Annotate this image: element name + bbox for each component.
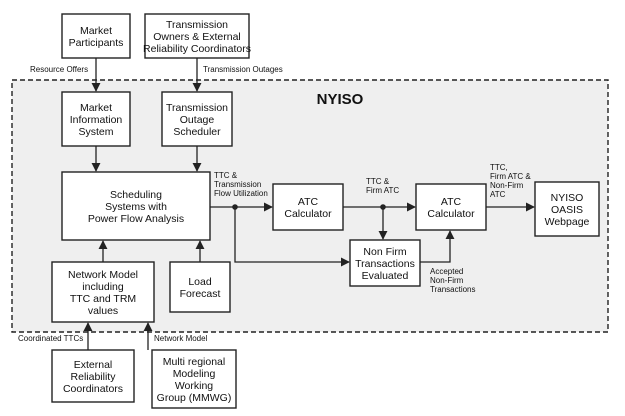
text-line: TTC and TRM (70, 293, 136, 305)
text-line: OASIS (551, 204, 583, 216)
scheduling-systems-box (61, 171, 211, 241)
text-line: ATC (490, 190, 506, 199)
text-line: Modeling (173, 368, 216, 380)
nyiso-oasis-webpage-box (534, 181, 600, 237)
text-line: Owners & External (153, 31, 241, 43)
atc-calculator-2-box (415, 183, 487, 231)
text-line: values (88, 305, 118, 317)
text-line: Reliability (71, 371, 117, 383)
text-line: Firm ATC (366, 186, 399, 195)
text-line: Working (175, 380, 213, 392)
text-line: NYISO (551, 192, 584, 204)
text-line: System (78, 126, 113, 138)
text-line: Transactions (430, 285, 476, 294)
network-model-label: Network Model (154, 334, 208, 343)
market-participants-box (61, 13, 131, 59)
arrow-nonfirm-to-atc2 (420, 230, 455, 263)
load-forecast-box (169, 261, 231, 313)
text-line: Network Model (68, 269, 138, 281)
arrow-junction-to-nonfirm (234, 207, 350, 267)
text-line: Participants (69, 37, 124, 49)
text-line: Non-Firm (430, 276, 464, 285)
text-line: Flow Utilization (214, 189, 268, 198)
text-line: Market (80, 25, 112, 37)
text-line: Firm ATC & (490, 172, 531, 181)
text-line: Coordinated TTCs (18, 334, 83, 343)
text-line: Outage (180, 114, 215, 126)
atc-calculator-1-box (272, 183, 344, 231)
transmission-outages-label: Transmission Outages (203, 65, 283, 74)
text-line: ATC (298, 196, 319, 208)
text-line: Evaluated (362, 270, 409, 282)
text-line: External (74, 359, 113, 371)
text-line: ATC (441, 196, 462, 208)
text-line: Forecast (180, 288, 221, 300)
non-firm-transactions-box (349, 239, 421, 287)
text-line: Transactions (355, 258, 415, 270)
nyiso-title: NYISO (317, 91, 364, 108)
text-line: Non-Firm (490, 181, 524, 190)
text-line: Calculator (284, 208, 332, 220)
text-line: Scheduler (173, 126, 221, 138)
text-line: Transmission Outages (203, 65, 283, 74)
text-line: Calculator (427, 208, 475, 220)
mmwg-box (151, 349, 237, 409)
text-line: Transmission (166, 102, 228, 114)
text-line: Transmission (166, 19, 228, 31)
coordinated-ttcs-label: Coordinated TTCs (18, 334, 83, 343)
text-line: Network Model (154, 334, 208, 343)
external-reliability-coordinators-box (51, 349, 135, 403)
text-line: TTC, (490, 163, 508, 172)
text-line: Load (188, 276, 212, 288)
text-line: TTC & (214, 171, 238, 180)
text-line: Coordinators (63, 383, 123, 395)
text-line: Reliability Coordinators (143, 43, 251, 55)
text-line: Resource Offers (30, 65, 88, 74)
resource-offers-label: Resource Offers (30, 65, 88, 74)
text-line: Accepted (430, 267, 463, 276)
text-line: Scheduling (110, 189, 162, 201)
text-line: Non Firm (363, 246, 406, 258)
text-line: Market (80, 102, 112, 114)
text-line: Information (70, 114, 123, 126)
text-line: Systems with (105, 201, 167, 213)
text-line: Power Flow Analysis (88, 213, 184, 225)
text-line: including (82, 281, 124, 293)
text-line: Group (MMWG) (157, 392, 232, 404)
market-information-system-box (61, 91, 131, 147)
text-line: Webpage (545, 216, 590, 228)
text-line: TTC & (366, 177, 390, 186)
text-line: Multi regional (163, 356, 225, 368)
ttc-firm-label: TTC &Firm ATC (366, 177, 399, 195)
network-model-box (51, 261, 155, 323)
text-line: Transmission (214, 180, 261, 189)
